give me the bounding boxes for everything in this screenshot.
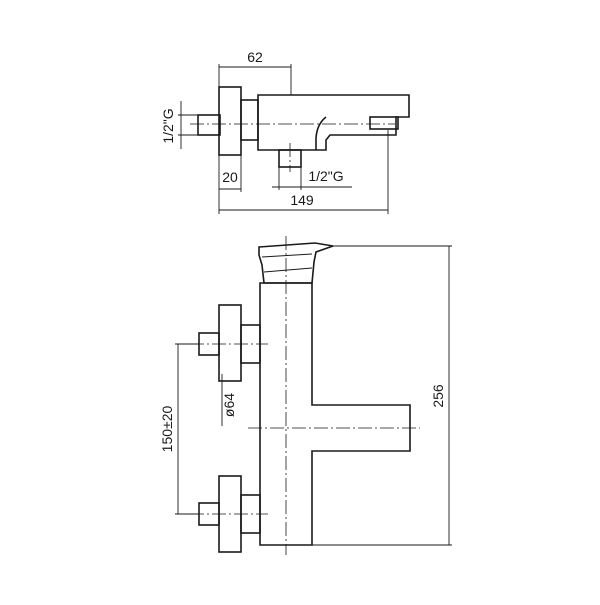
dim-cover-label: ø64 [221,393,237,417]
dim-centers-label: 150±20 [159,405,175,452]
top-connector [240,99,259,141]
dim-149-label: 149 [290,192,314,208]
top-inlet-pipe [197,114,221,136]
dim-outlet-label: 1/2"G [308,168,343,184]
front-lever-edge [261,253,313,258]
front-mixer-body [259,282,411,546]
dim-inlet-label: 1/2"G [160,108,176,143]
top-spout-tip [369,116,399,130]
front-lever [258,242,334,284]
front-upper-cover [218,304,242,382]
top-wall-cover [218,86,242,156]
dim-62-label: 62 [247,49,263,65]
top-view: 62 1/2"G 20 1/2"G 149 [160,49,410,214]
dim-20-label: 20 [222,169,238,185]
top-mixer-body [257,94,410,151]
front-view: 256 ø64 150±20 [159,236,452,555]
top-lever [315,116,327,150]
front-lever-edge-2 [263,267,313,273]
dim-256-label: 256 [430,384,446,408]
